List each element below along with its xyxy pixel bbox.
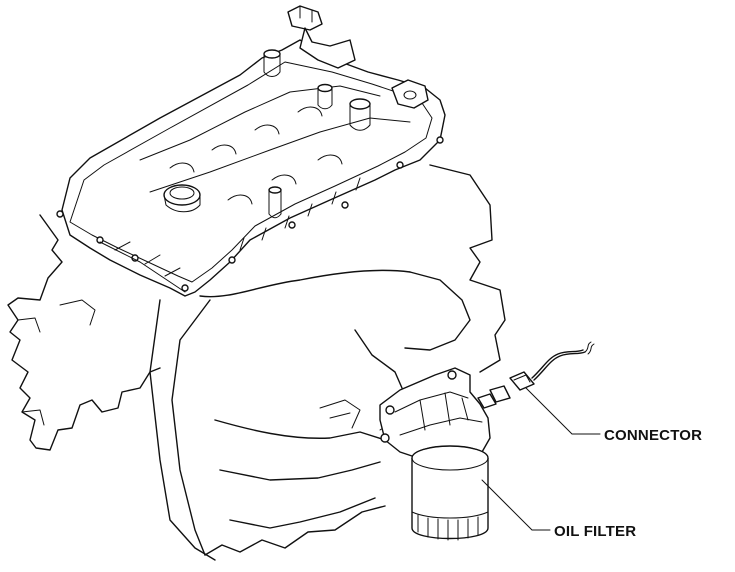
oil-filler-cap [163,184,201,213]
oil-filter [411,445,489,541]
breather-pipe [287,5,356,69]
connector-label: CONNECTOR [604,427,702,444]
oil-filter-label: OIL FILTER [554,523,636,540]
sensor-wire [531,341,595,381]
oil-pressure-switch [477,385,511,409]
leader-connector [525,387,601,435]
leader-oil-filter [481,479,551,531]
cylinder-head-cover [56,39,446,297]
sensor-connector [509,371,535,391]
cover-rear-boss [391,79,429,109]
plug-wells [263,49,371,219]
oil-filter-bracket [379,367,491,463]
